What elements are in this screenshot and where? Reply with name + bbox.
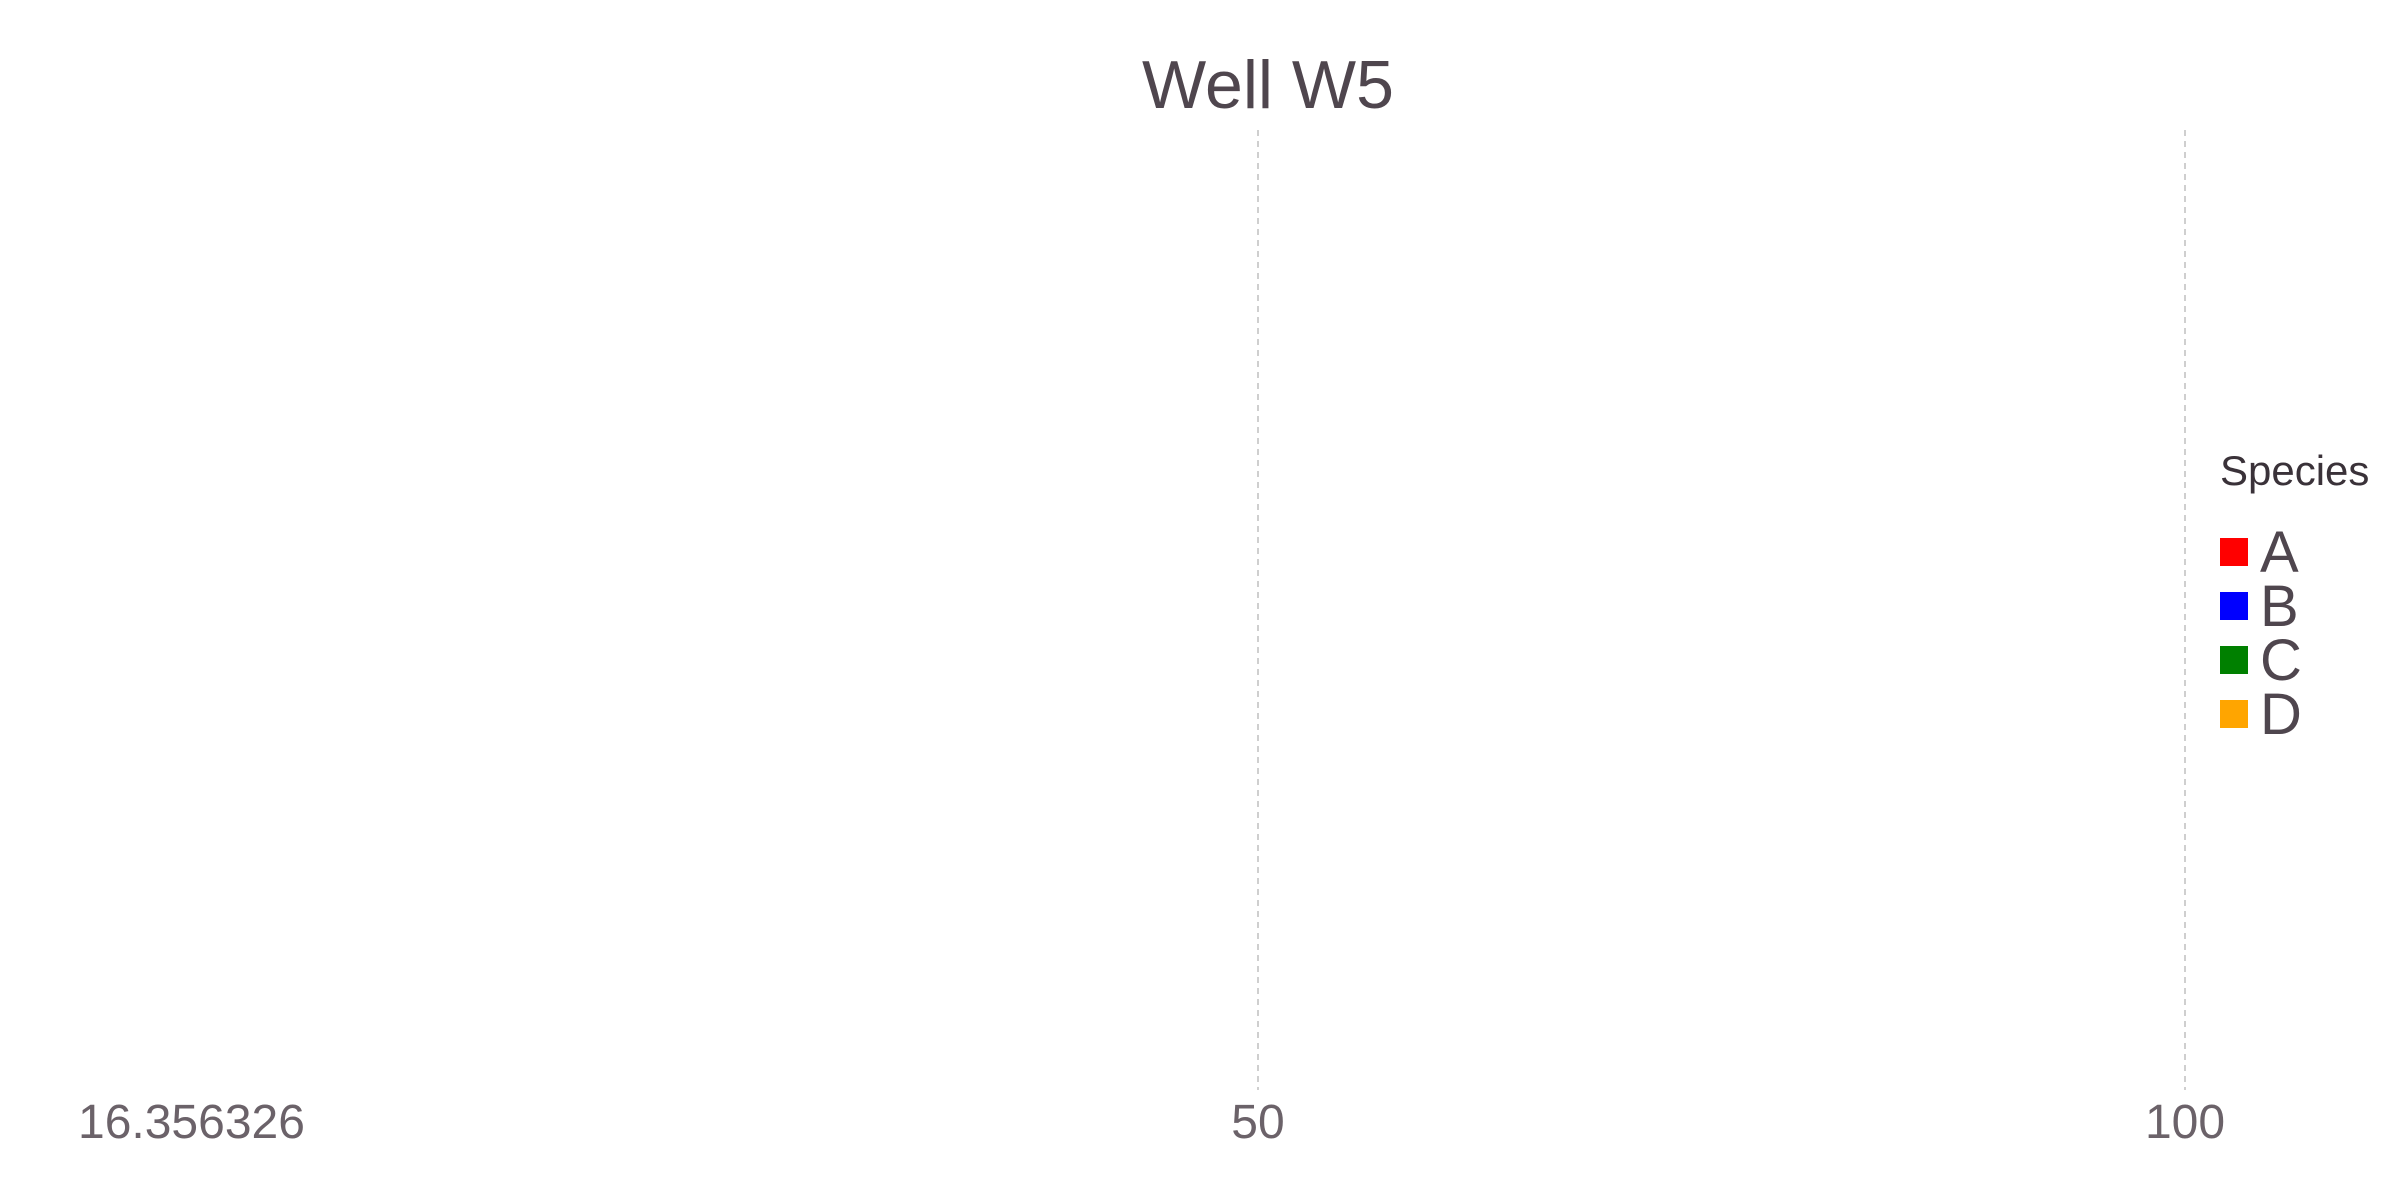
legend-label: A bbox=[2260, 520, 2299, 585]
legend-item-a: A bbox=[2220, 520, 2299, 585]
legend-label: D bbox=[2260, 682, 2302, 747]
x-tick-label: 16.356326 bbox=[78, 1096, 305, 1149]
legend-item-c: C bbox=[2220, 628, 2302, 693]
legend-swatch bbox=[2220, 592, 2248, 620]
grid-layer bbox=[1257, 130, 2186, 1090]
legend-item-d: D bbox=[2220, 682, 2302, 747]
x-axis: 16.356326 50 100 bbox=[78, 1096, 2225, 1149]
x-tick-label: 50 bbox=[1231, 1096, 1284, 1149]
legend-title: Species bbox=[2220, 447, 2369, 494]
legend-swatch bbox=[2220, 538, 2248, 566]
legend-label: C bbox=[2260, 628, 2302, 693]
legend-swatch bbox=[2220, 700, 2248, 728]
legend-item-b: B bbox=[2220, 574, 2299, 639]
x-tick-label: 100 bbox=[2145, 1096, 2225, 1149]
chart-title: Well W5 bbox=[1142, 47, 1394, 123]
legend-swatch bbox=[2220, 646, 2248, 674]
legend-label: B bbox=[2260, 574, 2299, 639]
